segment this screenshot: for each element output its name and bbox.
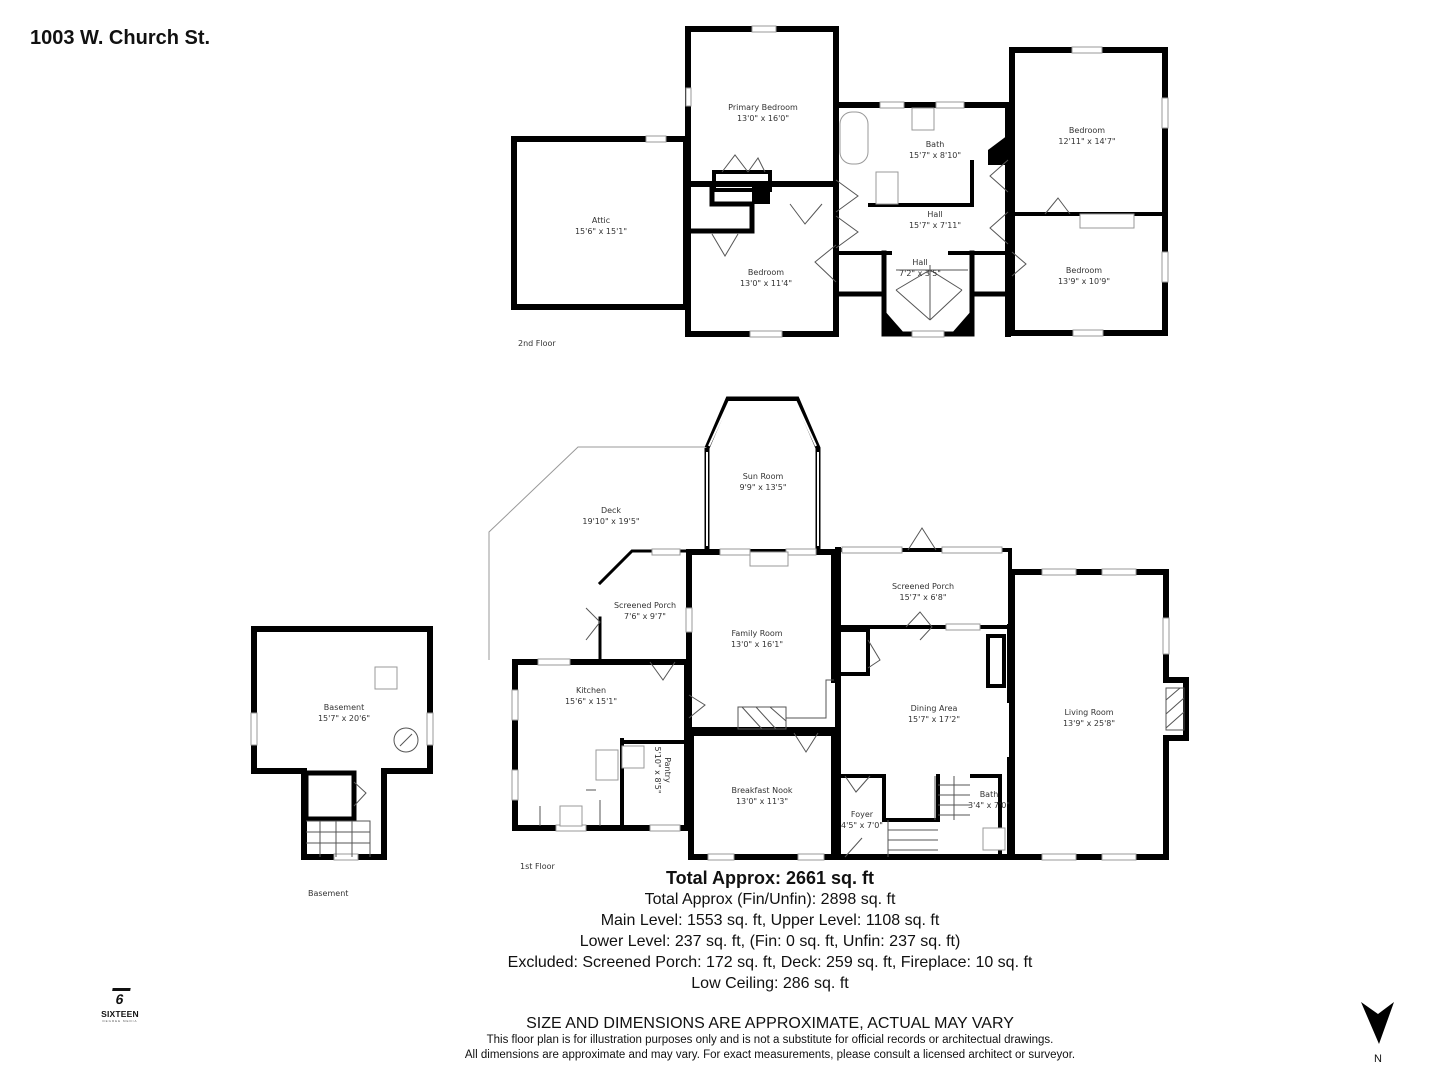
- compass: N: [1358, 1000, 1398, 1065]
- room-dims: 13'0" x 11'4": [740, 279, 792, 288]
- room-name: Bedroom: [1069, 126, 1105, 135]
- room-dims: 15'7" x 8'10": [909, 151, 961, 160]
- room-dims: 13'0" x 16'0": [737, 114, 789, 123]
- room-name: Deck: [601, 506, 621, 515]
- room-name: Screened Porch: [892, 582, 954, 591]
- room-dims: 4'5" x 7'0": [841, 821, 883, 830]
- room-dims: 19'10" x 19'5": [582, 517, 639, 526]
- disclaimer-heading: SIZE AND DIMENSIONS ARE APPROXIMATE, ACT…: [526, 1015, 1014, 1032]
- north-arrow-icon: [1361, 1002, 1394, 1044]
- room-dims: 15'7" x 7'11": [909, 221, 961, 230]
- room-dims: 15'7" x 6'8": [899, 593, 946, 602]
- room-dims: 5'10" x 8'5": [653, 746, 662, 793]
- room-name: Primary Bedroom: [728, 103, 798, 112]
- floor-label-basement: Basement: [308, 889, 348, 898]
- property-address: 1003 W. Church St.: [30, 27, 211, 49]
- room-labels: Primary Bedroom 13'0" x 16'0" Bath 15'7"…: [308, 103, 1116, 898]
- summary-levels: Main Level: 1553 sq. ft, Upper Level: 11…: [600, 912, 940, 929]
- room-name: Foyer: [851, 810, 874, 819]
- room-dims: 9'9" x 13'5": [739, 483, 786, 492]
- room-dims: 7'2" x 3'5": [899, 269, 941, 278]
- room-name: Living Room: [1064, 708, 1113, 717]
- floor-label-second: 2nd Floor: [518, 339, 556, 348]
- room-name: Kitchen: [576, 686, 606, 695]
- room-name: Dining Area: [911, 704, 958, 713]
- room-name: Sun Room: [743, 472, 784, 481]
- room-name: Bedroom: [1066, 266, 1102, 275]
- summary-fin-unfin: Total Approx (Fin/Unfin): 2898 sq. ft: [644, 891, 896, 908]
- room-dims: 3'4" x 7'0": [968, 801, 1010, 810]
- summary-excluded: Excluded: Screened Porch: 172 sq. ft, De…: [507, 954, 1033, 971]
- summary-low-ceiling: Low Ceiling: 286 sq. ft: [691, 975, 849, 992]
- room-name: Attic: [592, 216, 610, 225]
- room-dims: 13'0" x 16'1": [731, 640, 783, 649]
- disclaimer-line-2: All dimensions are approximate and may v…: [464, 1049, 1076, 1061]
- logo-mark-icon: 6: [109, 988, 131, 1007]
- room-name: Bedroom: [748, 268, 784, 277]
- right-bedrooms-walls: [1009, 47, 1168, 336]
- summary-total: Total Approx: 2661 sq. ft: [665, 868, 875, 888]
- area-summary: Total Approx: 2661 sq. ft Total Approx (…: [440, 868, 1100, 994]
- room-name: Screened Porch: [614, 601, 676, 610]
- logo-subtitle: DEGREE MEDIA: [102, 1019, 138, 1023]
- room-name: Breakfast Nook: [731, 786, 792, 795]
- room-dims: 15'6" x 15'1": [565, 697, 617, 706]
- floor-label-first: 1st Floor: [520, 862, 556, 871]
- room-dims: 15'6" x 15'1": [575, 227, 627, 236]
- company-logo: 6 SIXTEEN DEGREE MEDIA: [100, 988, 140, 1023]
- compass-label: N: [1374, 1053, 1382, 1065]
- first-floor-walls: [251, 547, 1189, 860]
- room-dims: 13'9" x 10'9": [1058, 277, 1110, 286]
- room-name: Family Room: [731, 629, 782, 638]
- deck-outline: [488, 446, 707, 660]
- room-dims: 7'6" x 9'7": [624, 612, 666, 621]
- room-dims: 12'11" x 14'7": [1058, 137, 1115, 146]
- room-name: Pantry: [663, 757, 672, 783]
- room-name: Bath: [926, 140, 945, 149]
- summary-lower-level: Lower Level: 237 sq. ft, (Fin: 0 sq. ft,…: [579, 933, 961, 950]
- disclaimer: SIZE AND DIMENSIONS ARE APPROXIMATE, ACT…: [400, 1014, 1140, 1063]
- room-name: Hall: [912, 258, 927, 267]
- room-dims: 15'7" x 17'2": [908, 715, 960, 724]
- second-floor-plan: [511, 26, 1168, 337]
- room-dims: 13'9" x 25'8": [1063, 719, 1115, 728]
- room-name: Basement: [324, 703, 364, 712]
- room-name: Bath: [980, 790, 999, 799]
- room-dims: 13'0" x 11'3": [736, 797, 788, 806]
- logo-name: SIXTEEN: [101, 1009, 139, 1019]
- room-dims: 15'7" x 20'6": [318, 714, 370, 723]
- disclaimer-line-1: This floor plan is for illustration purp…: [486, 1034, 1054, 1046]
- room-name: Hall: [927, 210, 942, 219]
